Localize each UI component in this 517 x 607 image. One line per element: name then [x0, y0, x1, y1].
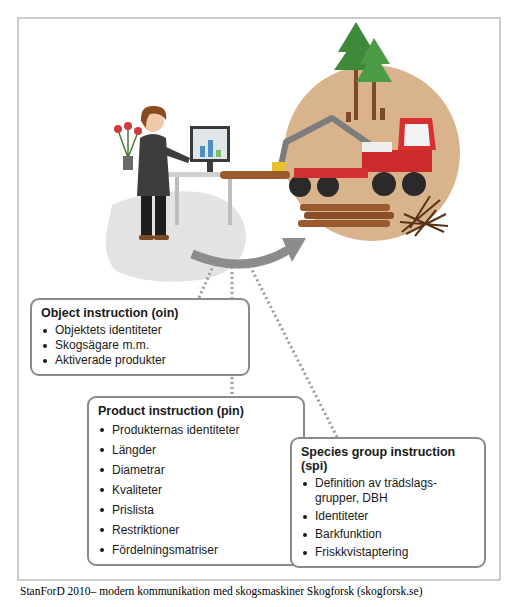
shoe: [139, 235, 154, 240]
hair: [141, 106, 166, 128]
branch-pile: [400, 196, 448, 236]
shoe: [154, 235, 169, 240]
bullet-text: Barkfunktion: [315, 527, 476, 542]
monitor-stand: [207, 162, 213, 172]
bullet-row: Fördelningsmatriser: [98, 542, 295, 558]
jacket: [137, 134, 170, 196]
machine-body: [362, 150, 432, 172]
stump: [380, 108, 385, 120]
monitor: [190, 126, 230, 162]
bullet-row: Definition av trädslags- grupper, DBH: [301, 476, 476, 506]
bullet-text: Skogsägare m.m.: [55, 338, 240, 353]
wheel: [372, 172, 396, 196]
instruction-box: Species group instruction (spi) Definitio…: [290, 437, 486, 568]
bullet-text: Längder: [112, 442, 295, 458]
flower: [114, 125, 122, 133]
leg: [141, 196, 152, 236]
bullet-row: Diametrar: [98, 462, 295, 478]
wheel: [317, 175, 339, 197]
tree-crown: [356, 38, 392, 82]
cab-window: [404, 124, 430, 146]
bullet-dot: [303, 515, 307, 519]
bullet-text: Kvaliteter: [112, 482, 295, 498]
bullet-row: Objektets identiteter: [41, 323, 240, 338]
log: [220, 171, 290, 179]
bullet-dot: [100, 548, 104, 552]
engine-cover: [362, 142, 392, 152]
bullet-text: Restriktioner: [112, 522, 295, 538]
bullet-row: Restriktioner: [98, 522, 295, 538]
bullet-dot: [303, 551, 307, 555]
desk-leg: [228, 177, 232, 225]
bullet-row: Friskkvistaptering: [301, 545, 476, 560]
bullet-dot: [100, 508, 104, 512]
bullet-row: Produkternas identiteter: [98, 422, 295, 438]
wheel: [289, 175, 311, 197]
bullet-text: Prislista: [112, 502, 295, 518]
bullet-row: Skogsägare m.m.: [41, 338, 240, 353]
bullet-text: Objektets identiteter: [55, 323, 240, 338]
bullet-row: Identiteter: [301, 509, 476, 524]
bullet-text: Produkternas identiteter: [112, 422, 295, 438]
chassis: [294, 168, 368, 178]
log: [300, 204, 390, 211]
bullet-row: Aktiverade produkter: [41, 353, 240, 368]
flow-arrow-head: [282, 238, 306, 262]
screen-bar: [208, 140, 213, 157]
flower: [124, 122, 132, 130]
log: [304, 212, 394, 219]
bullet-row: Prislista: [98, 502, 295, 518]
screen-bar: [216, 150, 221, 157]
wheel: [402, 172, 426, 196]
flow-arrow: [192, 250, 288, 264]
stump: [346, 112, 351, 122]
cab: [398, 118, 436, 150]
office-scene: [106, 106, 246, 282]
bullet-text: Friskkvistaptering: [315, 545, 476, 560]
bullet-text: Diametrar: [112, 462, 295, 478]
bullet-dot: [303, 533, 307, 537]
dotted-leader: [198, 264, 214, 300]
bullet-dot: [100, 468, 104, 472]
box-heading: Species group instruction (spi): [301, 445, 476, 473]
box-heading: Object instruction (oin): [41, 306, 240, 320]
box-heading: Product instruction (pin): [98, 404, 295, 418]
bullet-text: Aktiverade produkter: [55, 353, 240, 368]
frame: [18, 18, 500, 580]
log: [298, 220, 390, 227]
instruction-box: Object instruction (oin) Objektets identi…: [30, 298, 250, 376]
bullet-dot: [100, 528, 104, 532]
bullet-dot: [303, 482, 307, 486]
bullet-dot: [100, 488, 104, 492]
bullet-row: Kvaliteter: [98, 482, 295, 498]
caption: StanForD 2010– modern kommunikation med …: [20, 585, 510, 597]
bullet-dot: [43, 359, 47, 363]
leg: [155, 196, 166, 236]
desk-leg: [175, 177, 179, 225]
instruction-box: Product instruction (pin) Produkternas id…: [87, 396, 305, 566]
bullet-dot: [100, 448, 104, 452]
bullet-row: Barkfunktion: [301, 527, 476, 542]
vase: [123, 156, 133, 170]
bullet-text: Definition av trädslags- grupper, DBH: [315, 476, 476, 506]
flower: [134, 127, 142, 135]
screen: [193, 129, 227, 159]
bullet-dot: [100, 428, 104, 432]
bullet-text: Fördelningsmatriser: [112, 542, 295, 558]
bullet-dot: [43, 329, 47, 333]
bullet-dot: [43, 344, 47, 348]
bullet-text: Identiteter: [315, 509, 476, 524]
forest-scene: [220, 22, 460, 241]
bullet-row: Längder: [98, 442, 295, 458]
screen-bar: [200, 146, 205, 157]
arm: [162, 146, 190, 163]
